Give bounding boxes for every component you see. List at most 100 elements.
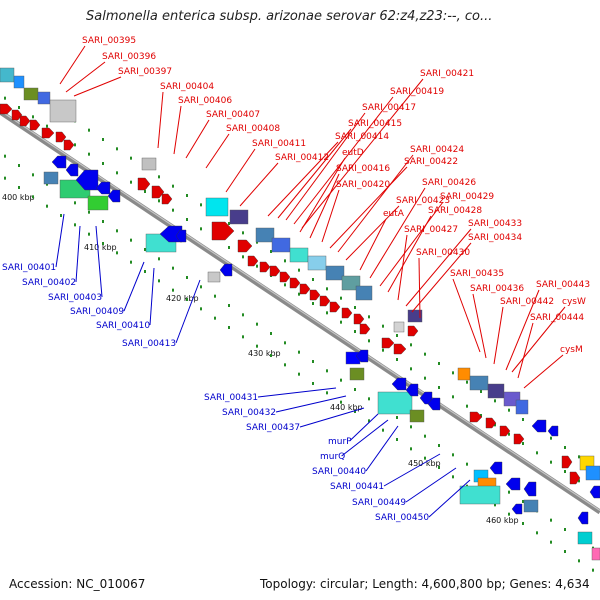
- tick-dot: [438, 362, 440, 365]
- tick-dot: [214, 316, 216, 320]
- tick-dot: [284, 363, 286, 367]
- tick-dot: [172, 184, 174, 188]
- forward-label-leader: [285, 112, 366, 221]
- tick-dot: [130, 156, 132, 160]
- forward-gene-label: SARI_00427: [404, 225, 458, 235]
- tick-dot: [452, 395, 454, 399]
- tick-dot: [144, 248, 146, 251]
- tick-dot: [102, 242, 104, 245]
- tick-dot: [466, 380, 468, 384]
- forward-gene-label: eutD: [342, 148, 364, 158]
- forward-label-leader: [225, 148, 256, 193]
- feature-block: [585, 465, 600, 481]
- accession-text: Accession: NC_010067: [9, 577, 146, 591]
- reverse-gene-arrow: [95, 181, 111, 195]
- tick-dot: [186, 194, 188, 197]
- feature-block: [459, 485, 501, 505]
- forward-label-leader: [345, 205, 400, 261]
- reverse-label-leader: [349, 413, 379, 442]
- tick-dot: [396, 438, 398, 441]
- forward-label-leader: [472, 293, 487, 359]
- tick-dot: [144, 190, 146, 193]
- tick-dot: [326, 391, 328, 395]
- forward-label-leader: [309, 173, 340, 239]
- forward-label-leader: [523, 354, 564, 389]
- feature-block: [409, 409, 425, 423]
- reverse-label-leader: [299, 407, 365, 428]
- forward-gene-arrow: [247, 255, 259, 267]
- forward-gene-arrow: [63, 139, 75, 151]
- tick-dot: [508, 408, 510, 412]
- tick-dot: [228, 246, 230, 249]
- tick-dot: [438, 466, 440, 469]
- reverse-gene-label: murP: [328, 437, 352, 447]
- tick-dot: [550, 436, 552, 440]
- forward-gene-label: SARI_00434: [468, 233, 522, 243]
- tick-dot: [270, 332, 272, 335]
- forward-gene-arrow: [513, 433, 525, 445]
- tick-dot: [18, 164, 20, 167]
- forward-label-leader: [511, 306, 566, 373]
- reverse-gene-arrow: [219, 263, 233, 277]
- forward-gene-label: SARI_00416: [336, 164, 390, 174]
- forward-gene-arrow: [309, 289, 321, 301]
- forward-label-leader: [301, 78, 424, 229]
- tick-dot: [466, 404, 468, 408]
- forward-gene-label: SARI_00419: [390, 87, 444, 97]
- tick-dot: [368, 397, 370, 401]
- feature-block: [523, 499, 539, 513]
- tick-dot: [46, 124, 48, 128]
- tick-dot: [18, 106, 20, 109]
- tick-dot: [158, 257, 160, 261]
- tick-dot: [172, 208, 174, 212]
- tick-dot: [88, 210, 90, 214]
- forward-gene-label: cysW: [562, 297, 586, 307]
- reverse-gene-label: SARI_00413: [122, 339, 176, 349]
- reverse-gene-arrow: [577, 511, 589, 525]
- reverse-gene-label: SARI_00449: [352, 498, 406, 508]
- forward-gene-arrow: [393, 343, 407, 355]
- tick-dot: [326, 287, 328, 291]
- feature-block: [355, 285, 373, 301]
- forward-gene-label: SARI_00415: [348, 119, 402, 129]
- tick-dot: [550, 460, 552, 464]
- tick-dot: [242, 255, 244, 259]
- reverse-gene-arrow: [427, 397, 441, 411]
- forward-gene-label: SARI_00417: [362, 103, 416, 113]
- tick-dot: [60, 214, 62, 217]
- tick-dot: [340, 296, 342, 300]
- tick-dot: [4, 154, 6, 158]
- reverse-label-leader: [149, 267, 155, 326]
- forward-label-leader: [299, 157, 346, 233]
- forward-gene-label: SARI_00430: [416, 248, 470, 258]
- forward-label-leader: [329, 166, 408, 249]
- reverse-gene-label: SARI_00441: [330, 482, 384, 492]
- tick-dot: [242, 231, 244, 235]
- tick-dot: [368, 315, 370, 319]
- forward-gene-label: SARI_00396: [102, 52, 156, 62]
- feature-block: [43, 171, 59, 185]
- gene-arrows: [0, 103, 600, 525]
- forward-gene-label: SARI_00421: [420, 69, 474, 79]
- forward-gene-arrow: [407, 325, 419, 337]
- tick-dot: [522, 418, 524, 421]
- feature-block: [229, 209, 249, 225]
- tick-dot: [494, 503, 496, 507]
- tick-dot: [284, 283, 286, 287]
- kbp-tick-label: 430 kbp: [248, 349, 281, 358]
- tick-dot: [158, 199, 160, 203]
- reverse-gene-label: murQ: [320, 452, 345, 462]
- reverse-gene-label: SARI_00403: [48, 293, 102, 303]
- reverse-label-leader: [428, 479, 471, 518]
- feature-block: [349, 367, 365, 381]
- tick-dot: [298, 268, 300, 272]
- kbp-tick-label: 440 kbp: [330, 403, 363, 412]
- reverse-label-leader: [341, 419, 389, 457]
- tick-dot: [536, 451, 538, 455]
- tick-dot: [200, 285, 202, 289]
- genome-backbone: [0, 109, 600, 515]
- tick-dot: [130, 238, 132, 242]
- forward-gene-arrow: [359, 323, 371, 335]
- tick-dot: [354, 410, 356, 413]
- tick-dot: [508, 432, 510, 436]
